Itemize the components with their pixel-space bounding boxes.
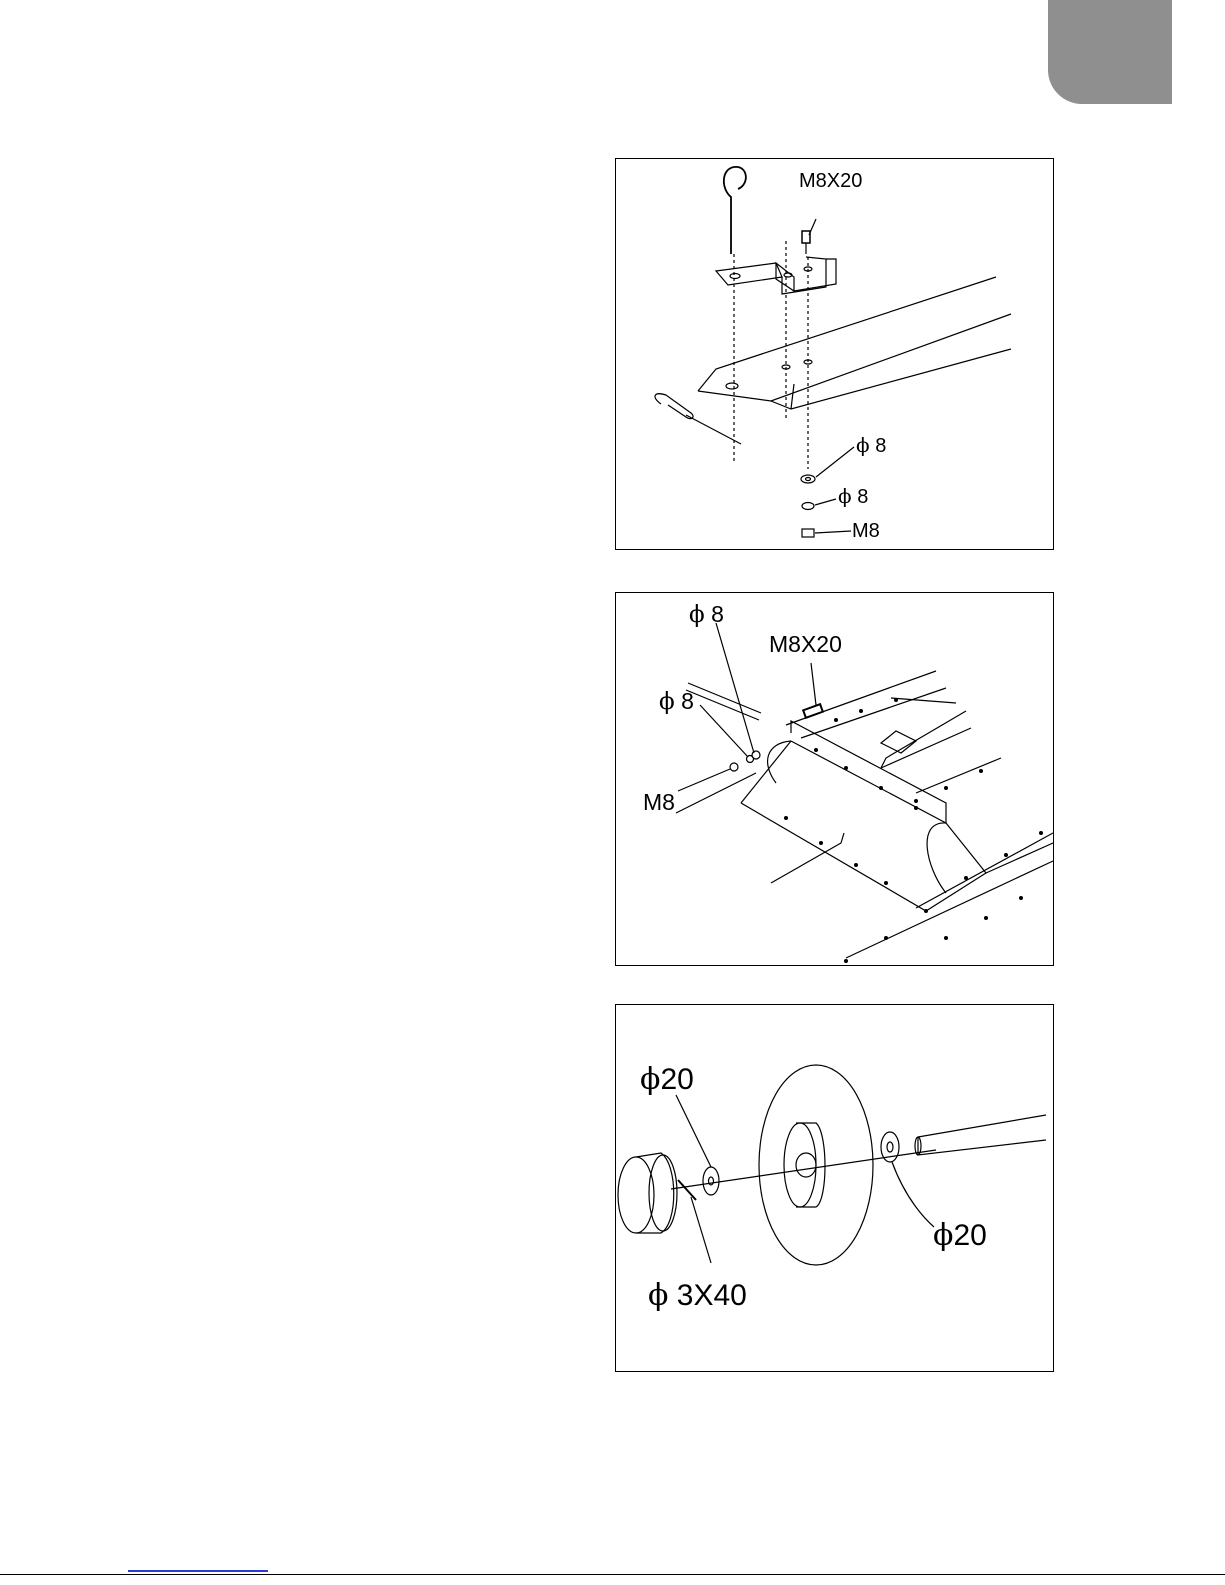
callout-phi8-flat-washer: ϕ 8 — [659, 690, 694, 714]
hitch-bracket-drawing — [616, 159, 1053, 549]
page-tab-marker — [1048, 0, 1172, 104]
phi-symbol: ϕ — [659, 689, 675, 715]
callout-value: 20 — [660, 1063, 693, 1096]
callout-m8-nut: M8 — [643, 791, 675, 814]
callout-value: 3X40 — [677, 1279, 747, 1312]
callout-phi8-flat-washer: ϕ 8 — [856, 435, 886, 456]
callout-m8x20-bolt: M8X20 — [799, 171, 862, 191]
phi-symbol: ϕ — [689, 602, 705, 628]
phi-symbol: ϕ — [640, 1062, 660, 1097]
callout-m8x20-bolt: M8X20 — [769, 633, 842, 656]
wheel-drawing — [616, 1005, 1053, 1371]
callout-phi8-spring-washer: ϕ 8 — [838, 486, 868, 507]
callout-m8-nut: M8 — [852, 521, 880, 541]
phi-symbol: ϕ — [648, 1278, 668, 1313]
phi-symbol: ϕ — [933, 1218, 953, 1253]
phi-symbol: ϕ — [838, 484, 852, 508]
footer-link-underline[interactable] — [128, 1570, 268, 1572]
callout-value: 8 — [857, 486, 868, 508]
footer-rule — [0, 1574, 1225, 1575]
callout-phi8-spring-washer: ϕ 8 — [689, 603, 724, 627]
callout-value: 8 — [711, 601, 724, 627]
callout-phi20-inner-washer: ϕ20 — [933, 1221, 987, 1251]
callout-value: 8 — [875, 435, 886, 457]
callout-phi3x40-cotter-pin: ϕ 3X40 — [648, 1281, 747, 1311]
callout-value: 8 — [681, 688, 694, 714]
callout-value: 20 — [953, 1219, 986, 1252]
figure-hitch-bracket: M8X20 ϕ 8 ϕ 8 M8 — [615, 158, 1054, 550]
figure-frame-panel: ϕ 8 M8X20 ϕ 8 M8 — [615, 592, 1054, 966]
phi-symbol: ϕ — [856, 433, 870, 457]
figure-wheel: ϕ20 ϕ 3X40 ϕ20 — [615, 1004, 1054, 1372]
callout-phi20-outer-washer: ϕ20 — [640, 1065, 694, 1095]
